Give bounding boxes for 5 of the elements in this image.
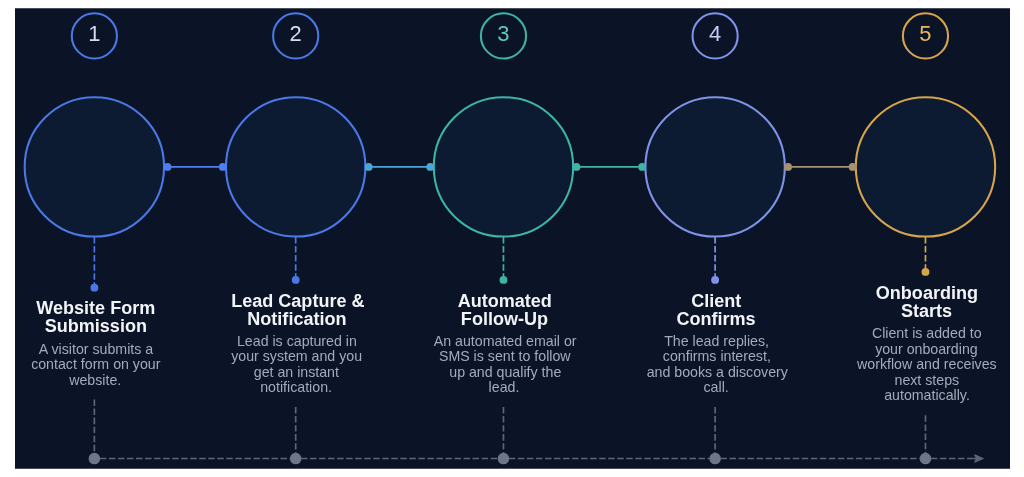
- node-text: Website Form Submission A visitor submits a contact form on your website.: [30, 298, 160, 388]
- node-text: Lead Capture & Notification Lead is captured in your system and you get an instant notification.: [230, 290, 365, 396]
- node-text: Client Confirms The lead replies, confirms interest, and books a discovery call.: [646, 290, 788, 396]
- node-text: Onboarding Starts Client is added to your onboarding workflow and receives next steps automatically.: [856, 282, 997, 404]
- node-text: Automated Follow-Up An automated email or SMS is sent to follow up and qualify the lead.: [433, 290, 577, 396]
